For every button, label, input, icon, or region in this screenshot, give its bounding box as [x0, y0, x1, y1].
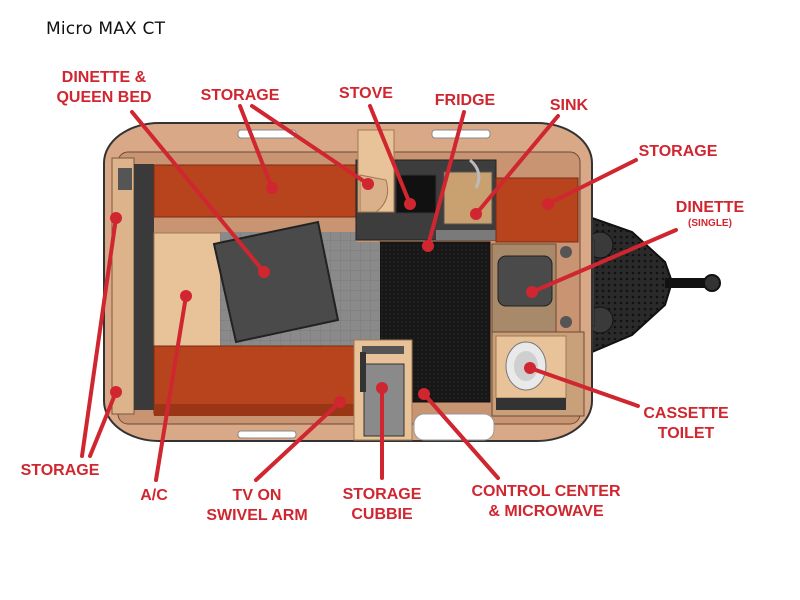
leader-storage-left-2	[88, 390, 118, 458]
label-tv-swivel-arm: TV ON SWIVEL ARM	[200, 486, 314, 526]
label-line: SWIVEL ARM	[206, 507, 308, 524]
trailer-tongue	[575, 216, 721, 354]
label-dinette-queen-bed: DINETTE & QUEEN BED	[54, 68, 154, 108]
leader-dinette-single	[530, 228, 678, 294]
label-line: STORAGE	[342, 486, 422, 503]
label-fridge: FRIDGE	[430, 91, 500, 111]
label-line: FRIDGE	[434, 92, 496, 109]
leader-storage-top-2	[250, 104, 370, 186]
label-sub: (SINGLE)	[688, 218, 732, 229]
storage-bench-bottom	[153, 345, 355, 415]
dinette-table	[212, 220, 340, 344]
storage-bench-right	[495, 177, 579, 243]
label-line: DINETTE	[675, 199, 745, 216]
leader-fridge	[426, 110, 466, 248]
leader-lines	[80, 104, 678, 482]
label-line: CUBBIE	[351, 506, 413, 523]
label-line: STORAGE	[638, 143, 718, 160]
label-control-center: CONTROL CENTER & MICROWAVE	[460, 482, 632, 522]
sink-basin	[443, 171, 493, 225]
dinette-bed-surface	[153, 232, 223, 347]
label-line: CASSETTE	[643, 405, 729, 422]
leader-dots	[110, 178, 554, 408]
label-line: TV ON	[232, 487, 282, 504]
leader-tv	[254, 400, 342, 482]
label-line: CONTROL CENTER	[471, 483, 621, 500]
leader-sink	[474, 114, 560, 216]
label-stove: STOVE	[336, 84, 396, 104]
page-title: Micro MAX CT	[46, 19, 166, 39]
left-storage-wall	[111, 157, 154, 415]
label-cassette-toilet: CASSETTE TOILET	[640, 404, 732, 444]
label-line: DINETTE &	[61, 69, 147, 86]
storage-bench-top	[153, 164, 357, 218]
label-line: TOILET	[657, 425, 715, 442]
leader-storage-right	[546, 158, 638, 206]
leader-stove	[368, 104, 412, 206]
label-line: STORAGE	[200, 87, 280, 104]
label-storage-top: STORAGE	[198, 86, 282, 106]
leader-ac	[154, 294, 188, 482]
dinette-single-table	[497, 255, 553, 307]
label-storage-right: STORAGE	[636, 142, 720, 162]
label-line: STORAGE	[20, 462, 100, 479]
leader-dinette-queen-bed	[130, 110, 266, 274]
label-line: STOVE	[339, 85, 393, 102]
label-line: SINK	[549, 97, 589, 114]
label-storage-left: STORAGE	[18, 461, 102, 481]
label-storage-cubbie: STORAGE CUBBIE	[336, 485, 428, 525]
label-sink: SINK	[544, 96, 594, 116]
label-line: A/C	[140, 487, 168, 504]
label-line: QUEEN BED	[56, 89, 152, 106]
label-line: & MICROWAVE	[488, 503, 604, 520]
label-ac: A/C	[134, 486, 174, 506]
cassette-toilet	[491, 331, 585, 417]
label-dinette-single: DINETTE (SINGLE)	[670, 198, 750, 229]
leader-cassette-toilet	[528, 366, 640, 408]
leader-storage-top-1	[238, 104, 274, 190]
leader-storage-left-1	[80, 216, 118, 458]
leader-control	[422, 392, 500, 480]
